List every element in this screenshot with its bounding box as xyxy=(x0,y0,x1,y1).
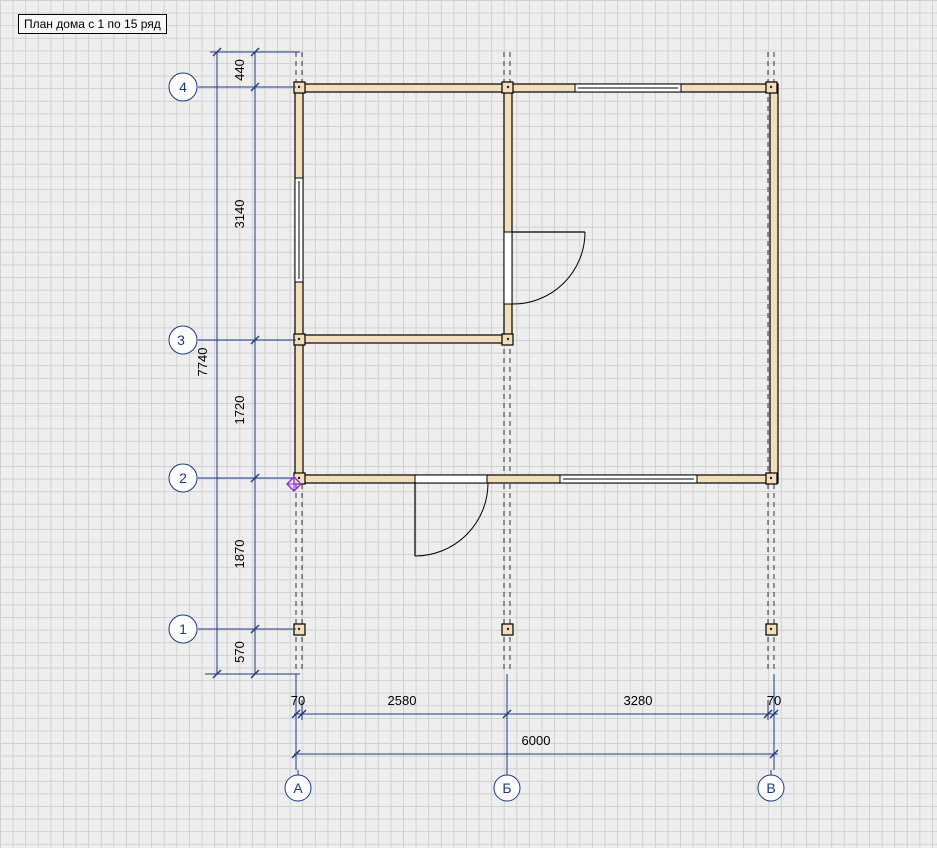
vertical-dimensions xyxy=(205,47,300,679)
dim-70-left: 70 xyxy=(291,693,305,708)
windows xyxy=(294,83,698,484)
dim-2580: 2580 xyxy=(388,693,417,708)
row-axis-markers: 4 3 2 1 xyxy=(168,72,198,644)
dim-3140: 3140 xyxy=(232,200,247,229)
axis-marker-row-2: 2 xyxy=(168,463,198,493)
axis-marker-col-v: В xyxy=(757,774,785,802)
dim-70-right: 70 xyxy=(767,693,781,708)
dim-6000: 6000 xyxy=(522,733,551,748)
column-axis-markers: А Б В xyxy=(284,770,785,802)
dim-1870: 1870 xyxy=(232,540,247,569)
axis-label-row-4: 4 xyxy=(179,79,187,95)
axis-marker-row-3: 3 xyxy=(168,325,198,355)
dim-1720: 1720 xyxy=(232,396,247,425)
doors xyxy=(414,231,586,557)
door-opening-entry xyxy=(414,474,488,484)
walls xyxy=(294,83,779,484)
axis-marker-row-4: 4 xyxy=(168,72,198,102)
axis-label-row-3: 3 xyxy=(177,332,185,348)
axis-marker-row-1: 1 xyxy=(168,614,198,644)
dim-440: 440 xyxy=(232,59,247,81)
door-opening-inner xyxy=(503,231,513,305)
drawing-title: План дома с 1 по 15 ряд xyxy=(18,14,167,34)
horizontal-dimensions xyxy=(291,674,779,770)
wall-top xyxy=(295,83,777,93)
axis-label-col-a: А xyxy=(293,780,303,796)
dim-3280: 3280 xyxy=(624,693,653,708)
door-swing-entry xyxy=(414,482,489,557)
wall-bottom xyxy=(295,474,777,484)
wall-right xyxy=(769,83,779,484)
wall-left xyxy=(294,83,304,484)
posts xyxy=(293,81,778,636)
axis-label-row-1: 1 xyxy=(179,621,187,637)
axis-label-col-b: Б xyxy=(502,780,511,796)
dim-7740: 7740 xyxy=(195,348,210,377)
dim-570: 570 xyxy=(232,641,247,663)
axis-guides xyxy=(295,52,775,672)
vertical-dimension-labels: 440 3140 1720 1870 570 7740 xyxy=(195,59,247,663)
door-swing-inner xyxy=(511,231,586,305)
wall-inner xyxy=(295,334,513,344)
axis-marker-col-a: А xyxy=(284,774,312,802)
axis-label-col-v: В xyxy=(766,780,775,796)
axis-marker-col-b: Б xyxy=(493,774,521,802)
axis-label-row-2: 2 xyxy=(179,470,187,486)
origin-marker[interactable] xyxy=(286,476,302,492)
horizontal-dimension-labels: 70 2580 3280 70 6000 xyxy=(291,693,781,748)
